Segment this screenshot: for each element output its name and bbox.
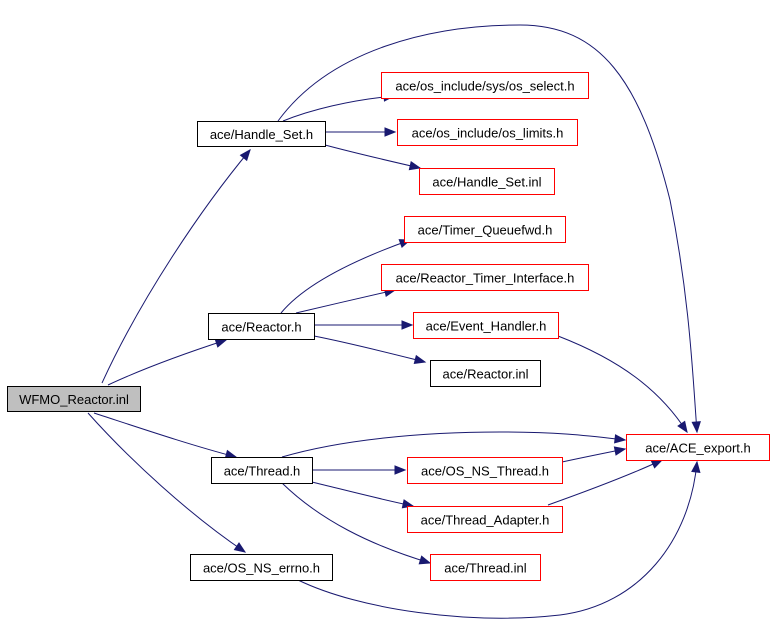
edge-handle_set_h-to-os_select <box>282 95 395 122</box>
node-box <box>407 457 563 484</box>
node-thread-h[interactable]: ace/Thread.h <box>211 457 313 484</box>
node-label: ace/Reactor.inl <box>443 367 529 382</box>
edge-wfmo-to-thread_h <box>93 412 237 458</box>
node-label: ace/Reactor_Timer_Interface.h <box>396 271 575 286</box>
arrowhead-reactor_h-to-event_handler <box>401 320 414 330</box>
node-label: ace/Reactor.h <box>221 320 301 335</box>
arrowhead-event_handler-to-ace_export <box>677 420 688 434</box>
node-box <box>208 313 315 340</box>
node-label: WFMO_Reactor.inl <box>19 392 129 407</box>
node-box <box>430 360 541 387</box>
node-box <box>197 121 326 147</box>
node-box <box>404 216 566 243</box>
node-label: ace/ACE_export.h <box>645 441 751 456</box>
arrowhead-wfmo-to-handle_set_h <box>239 148 251 162</box>
arrowhead-os_ns_thread-to-ace_export <box>613 446 627 456</box>
node-ace-export[interactable]: ace/ACE_export.h <box>626 434 770 461</box>
arrowhead-wfmo-to-os_ns_errno <box>233 542 247 553</box>
node-label: ace/OS_NS_Thread.h <box>421 464 549 479</box>
node-label: ace/os_include/sys/os_select.h <box>395 79 574 94</box>
node-label: ace/Handle_Set.h <box>210 127 313 142</box>
edge-wfmo-to-handle_set_h <box>101 149 251 384</box>
node-label: ace/Thread.h <box>224 464 301 479</box>
edge-event_handler-to-ace_export <box>557 335 688 433</box>
node-thread-adapter[interactable]: ace/Thread_Adapter.h <box>407 506 563 533</box>
arrowhead-thread_h-to-ace_export <box>614 434 627 444</box>
node-event-handler[interactable]: ace/Event_Handler.h <box>413 312 559 339</box>
node-wfmo[interactable]: WFMO_Reactor.inl <box>7 386 141 412</box>
node-thread-inl[interactable]: ace/Thread.inl <box>430 554 541 581</box>
node-label: ace/os_include/os_limits.h <box>412 126 564 141</box>
node-os-limits[interactable]: ace/os_include/os_limits.h <box>397 119 578 146</box>
arrowhead-handle_set_h-to-os_limits <box>384 127 397 137</box>
arrowhead-handle_set_h-to-handle_set_inl <box>408 161 422 171</box>
node-box <box>381 264 589 291</box>
node-box <box>381 72 589 99</box>
node-timer-queuefwd[interactable]: ace/Timer_Queuefwd.h <box>404 216 566 243</box>
node-box <box>407 506 563 533</box>
node-box <box>413 312 559 339</box>
edge-thread_adapter-to-ace_export <box>547 459 663 506</box>
edge-thread_h-to-thread_adapter <box>311 481 414 507</box>
arrowhead-thread_adapter-to-ace_export <box>650 459 664 469</box>
edge-os_ns_errno-to-ace_export <box>297 461 698 619</box>
node-box <box>626 434 770 461</box>
edge-reactor_h-to-timer_queuefwd <box>280 239 411 314</box>
node-box <box>211 457 313 484</box>
edge-reactor_h-to-reactor_timer_iface <box>295 289 396 314</box>
arrowhead-thread_h-to-os_ns_thread <box>394 465 407 475</box>
node-label: ace/OS_NS_errno.h <box>203 561 320 576</box>
node-box <box>419 168 555 195</box>
node-reactor-inl[interactable]: ace/Reactor.inl <box>430 360 541 387</box>
edge-reactor_h-to-reactor_inl <box>313 335 426 363</box>
arrowhead-reactor_h-to-reactor_inl <box>413 354 427 365</box>
node-reactor-timer-iface[interactable]: ace/Reactor_Timer_Interface.h <box>381 264 589 291</box>
arrowhead-wfmo-to-reactor_h <box>214 338 228 348</box>
node-label: ace/Handle_Set.inl <box>432 175 541 190</box>
edge-thread_h-to-ace_export <box>281 431 626 458</box>
arrowhead-os_ns_errno-to-ace_export <box>691 460 701 473</box>
edges-layer <box>87 24 701 619</box>
node-label: ace/Thread_Adapter.h <box>421 513 550 528</box>
edge-handle_set_h-to-handle_set_inl <box>324 144 421 169</box>
arrowhead-handle_set_h-to-ace_export <box>691 421 701 434</box>
node-box <box>7 386 141 412</box>
node-box <box>397 119 578 146</box>
edge-thread_h-to-thread_inl <box>281 482 431 564</box>
edge-wfmo-to-reactor_h <box>107 339 227 386</box>
node-reactor-h[interactable]: ace/Reactor.h <box>208 313 315 340</box>
node-box <box>190 554 333 581</box>
node-handle-set-inl[interactable]: ace/Handle_Set.inl <box>419 168 555 195</box>
node-label: ace/Timer_Queuefwd.h <box>418 223 553 238</box>
node-handle-set-h[interactable]: ace/Handle_Set.h <box>197 121 326 147</box>
node-label: ace/Thread.inl <box>444 561 526 576</box>
node-os-ns-thread[interactable]: ace/OS_NS_Thread.h <box>407 457 563 484</box>
node-label: ace/Event_Handler.h <box>426 319 547 334</box>
node-box <box>430 554 541 581</box>
node-os-select[interactable]: ace/os_include/sys/os_select.h <box>381 72 589 99</box>
arrowhead-thread_h-to-thread_inl <box>418 555 432 565</box>
nodes-layer: WFMO_Reactor.inl ace/Handle_Set.h ace/os_i… <box>7 72 770 581</box>
node-os-ns-errno[interactable]: ace/OS_NS_errno.h <box>190 554 333 581</box>
edge-wfmo-to-os_ns_errno <box>87 412 246 553</box>
edge-handle_set_h-to-ace_export <box>277 24 698 433</box>
